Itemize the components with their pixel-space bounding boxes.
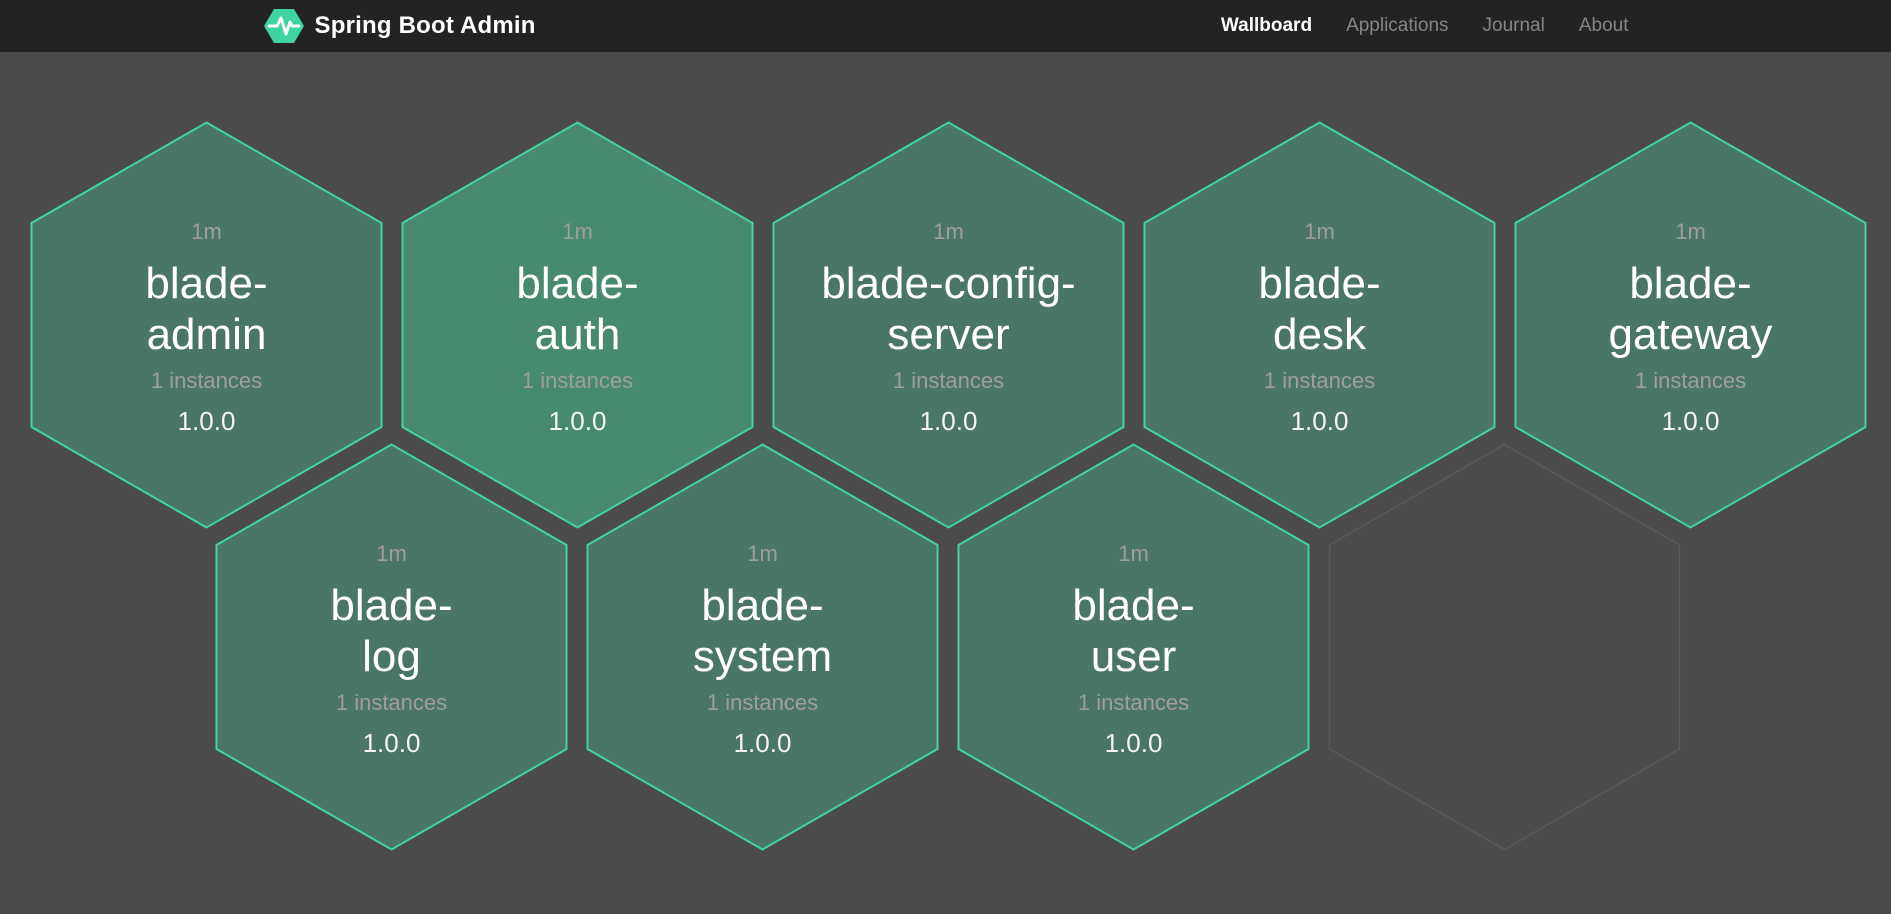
nav-links: Wallboard Applications Journal About — [1221, 15, 1629, 37]
hexagon-shape — [772, 121, 1125, 529]
app-hexagon-blade-system[interactable]: 1m blade- system 1 instances 1.0.0 — [586, 443, 939, 851]
app-name: blade- desk — [1258, 259, 1381, 359]
app-version: 1.0.0 — [548, 405, 607, 436]
nav-item-journal[interactable]: Journal — [1482, 15, 1545, 36]
app-uptime: 1m — [1118, 541, 1149, 567]
app-version: 1.0.0 — [1104, 727, 1163, 758]
hexagon-shape — [401, 121, 754, 529]
app-version: 1.0.0 — [919, 405, 978, 436]
app-version: 1.0.0 — [1290, 405, 1349, 436]
app-hexagon-blade-gateway[interactable]: 1m blade- gateway 1 instances 1.0.0 — [1514, 121, 1867, 529]
hexagon-content: 1m blade-config- server 1 instances 1.0.… — [772, 121, 1125, 529]
nav-item-applications[interactable]: Applications — [1346, 15, 1449, 36]
hexagon-content: 1m blade- log 1 instances 1.0.0 — [215, 443, 568, 851]
app-instances-count: 1 instances — [1634, 367, 1747, 393]
app-hexagon-blade-config-server[interactable]: 1m blade-config- server 1 instances 1.0.… — [772, 121, 1125, 529]
app-instances-count: 1 instances — [706, 689, 819, 715]
hexagon-shape — [1514, 121, 1867, 529]
hexagon-content: 1m blade- admin 1 instances 1.0.0 — [30, 121, 383, 529]
hexagon-shape — [1143, 121, 1496, 529]
app-uptime: 1m — [1304, 219, 1335, 245]
spring-boot-admin-logo-icon — [263, 9, 304, 43]
app-name: blade- admin — [145, 259, 268, 359]
app-name: blade- user — [1072, 581, 1195, 681]
app-instances-count: 1 instances — [892, 367, 1005, 393]
app-version: 1.0.0 — [177, 405, 236, 436]
app-uptime: 1m — [933, 219, 964, 245]
app-hexagon-blade-admin[interactable]: 1m blade- admin 1 instances 1.0.0 — [30, 121, 383, 529]
hexagon-content: 1m blade- system 1 instances 1.0.0 — [586, 443, 939, 851]
hexagon-shape — [957, 443, 1310, 851]
app-uptime: 1m — [562, 219, 593, 245]
brand-title: Spring Boot Admin — [314, 12, 536, 39]
top-navbar: Spring Boot Admin Wallboard Applications… — [0, 0, 1891, 52]
app-hexagon-blade-log[interactable]: 1m blade- log 1 instances 1.0.0 — [215, 443, 568, 851]
nav-item-wallboard[interactable]: Wallboard — [1220, 15, 1313, 36]
hexagon-content: 1m blade- user 1 instances 1.0.0 — [957, 443, 1310, 851]
hexagon-content: 1m blade- desk 1 instances 1.0.0 — [1143, 121, 1496, 529]
hexagon-content: 1m blade- auth 1 instances 1.0.0 — [401, 121, 754, 529]
nav-item-about[interactable]: About — [1578, 15, 1629, 36]
empty-placeholder-hexagon — [1328, 443, 1681, 851]
app-instances-count: 1 instances — [335, 689, 448, 715]
app-uptime: 1m — [1675, 219, 1706, 245]
navbar-container: Spring Boot Admin Wallboard Applications… — [263, 0, 1629, 52]
app-hexagon-blade-desk[interactable]: 1m blade- desk 1 instances 1.0.0 — [1143, 121, 1496, 529]
hexagon-shape — [586, 443, 939, 851]
hexagon-outline-shape — [1328, 443, 1681, 851]
app-version: 1.0.0 — [733, 727, 792, 758]
app-name: blade- log — [330, 581, 453, 681]
app-instances-count: 1 instances — [521, 367, 634, 393]
app-name: blade- auth — [516, 259, 639, 359]
app-version: 1.0.0 — [362, 727, 421, 758]
hexagon-shape — [30, 121, 383, 529]
brand[interactable]: Spring Boot Admin — [263, 8, 536, 44]
app-uptime: 1m — [376, 541, 407, 567]
app-uptime: 1m — [747, 541, 778, 567]
app-hexagon-blade-auth[interactable]: 1m blade- auth 1 instances 1.0.0 — [401, 121, 754, 529]
app-version: 1.0.0 — [1661, 405, 1720, 436]
app-instances-count: 1 instances — [150, 367, 263, 393]
app-uptime: 1m — [191, 219, 222, 245]
app-instances-count: 1 instances — [1077, 689, 1190, 715]
app-name: blade- gateway — [1608, 259, 1773, 359]
app-hexagon-blade-user[interactable]: 1m blade- user 1 instances 1.0.0 — [957, 443, 1310, 851]
app-instances-count: 1 instances — [1263, 367, 1376, 393]
hexagon-shape — [215, 443, 568, 851]
hexagon-content: 1m blade- gateway 1 instances 1.0.0 — [1514, 121, 1867, 529]
app-name: blade-config- server — [821, 259, 1076, 359]
app-name: blade- system — [692, 581, 833, 681]
wallboard: 1m blade- admin 1 instances 1.0.0 1m bla… — [0, 52, 1891, 914]
